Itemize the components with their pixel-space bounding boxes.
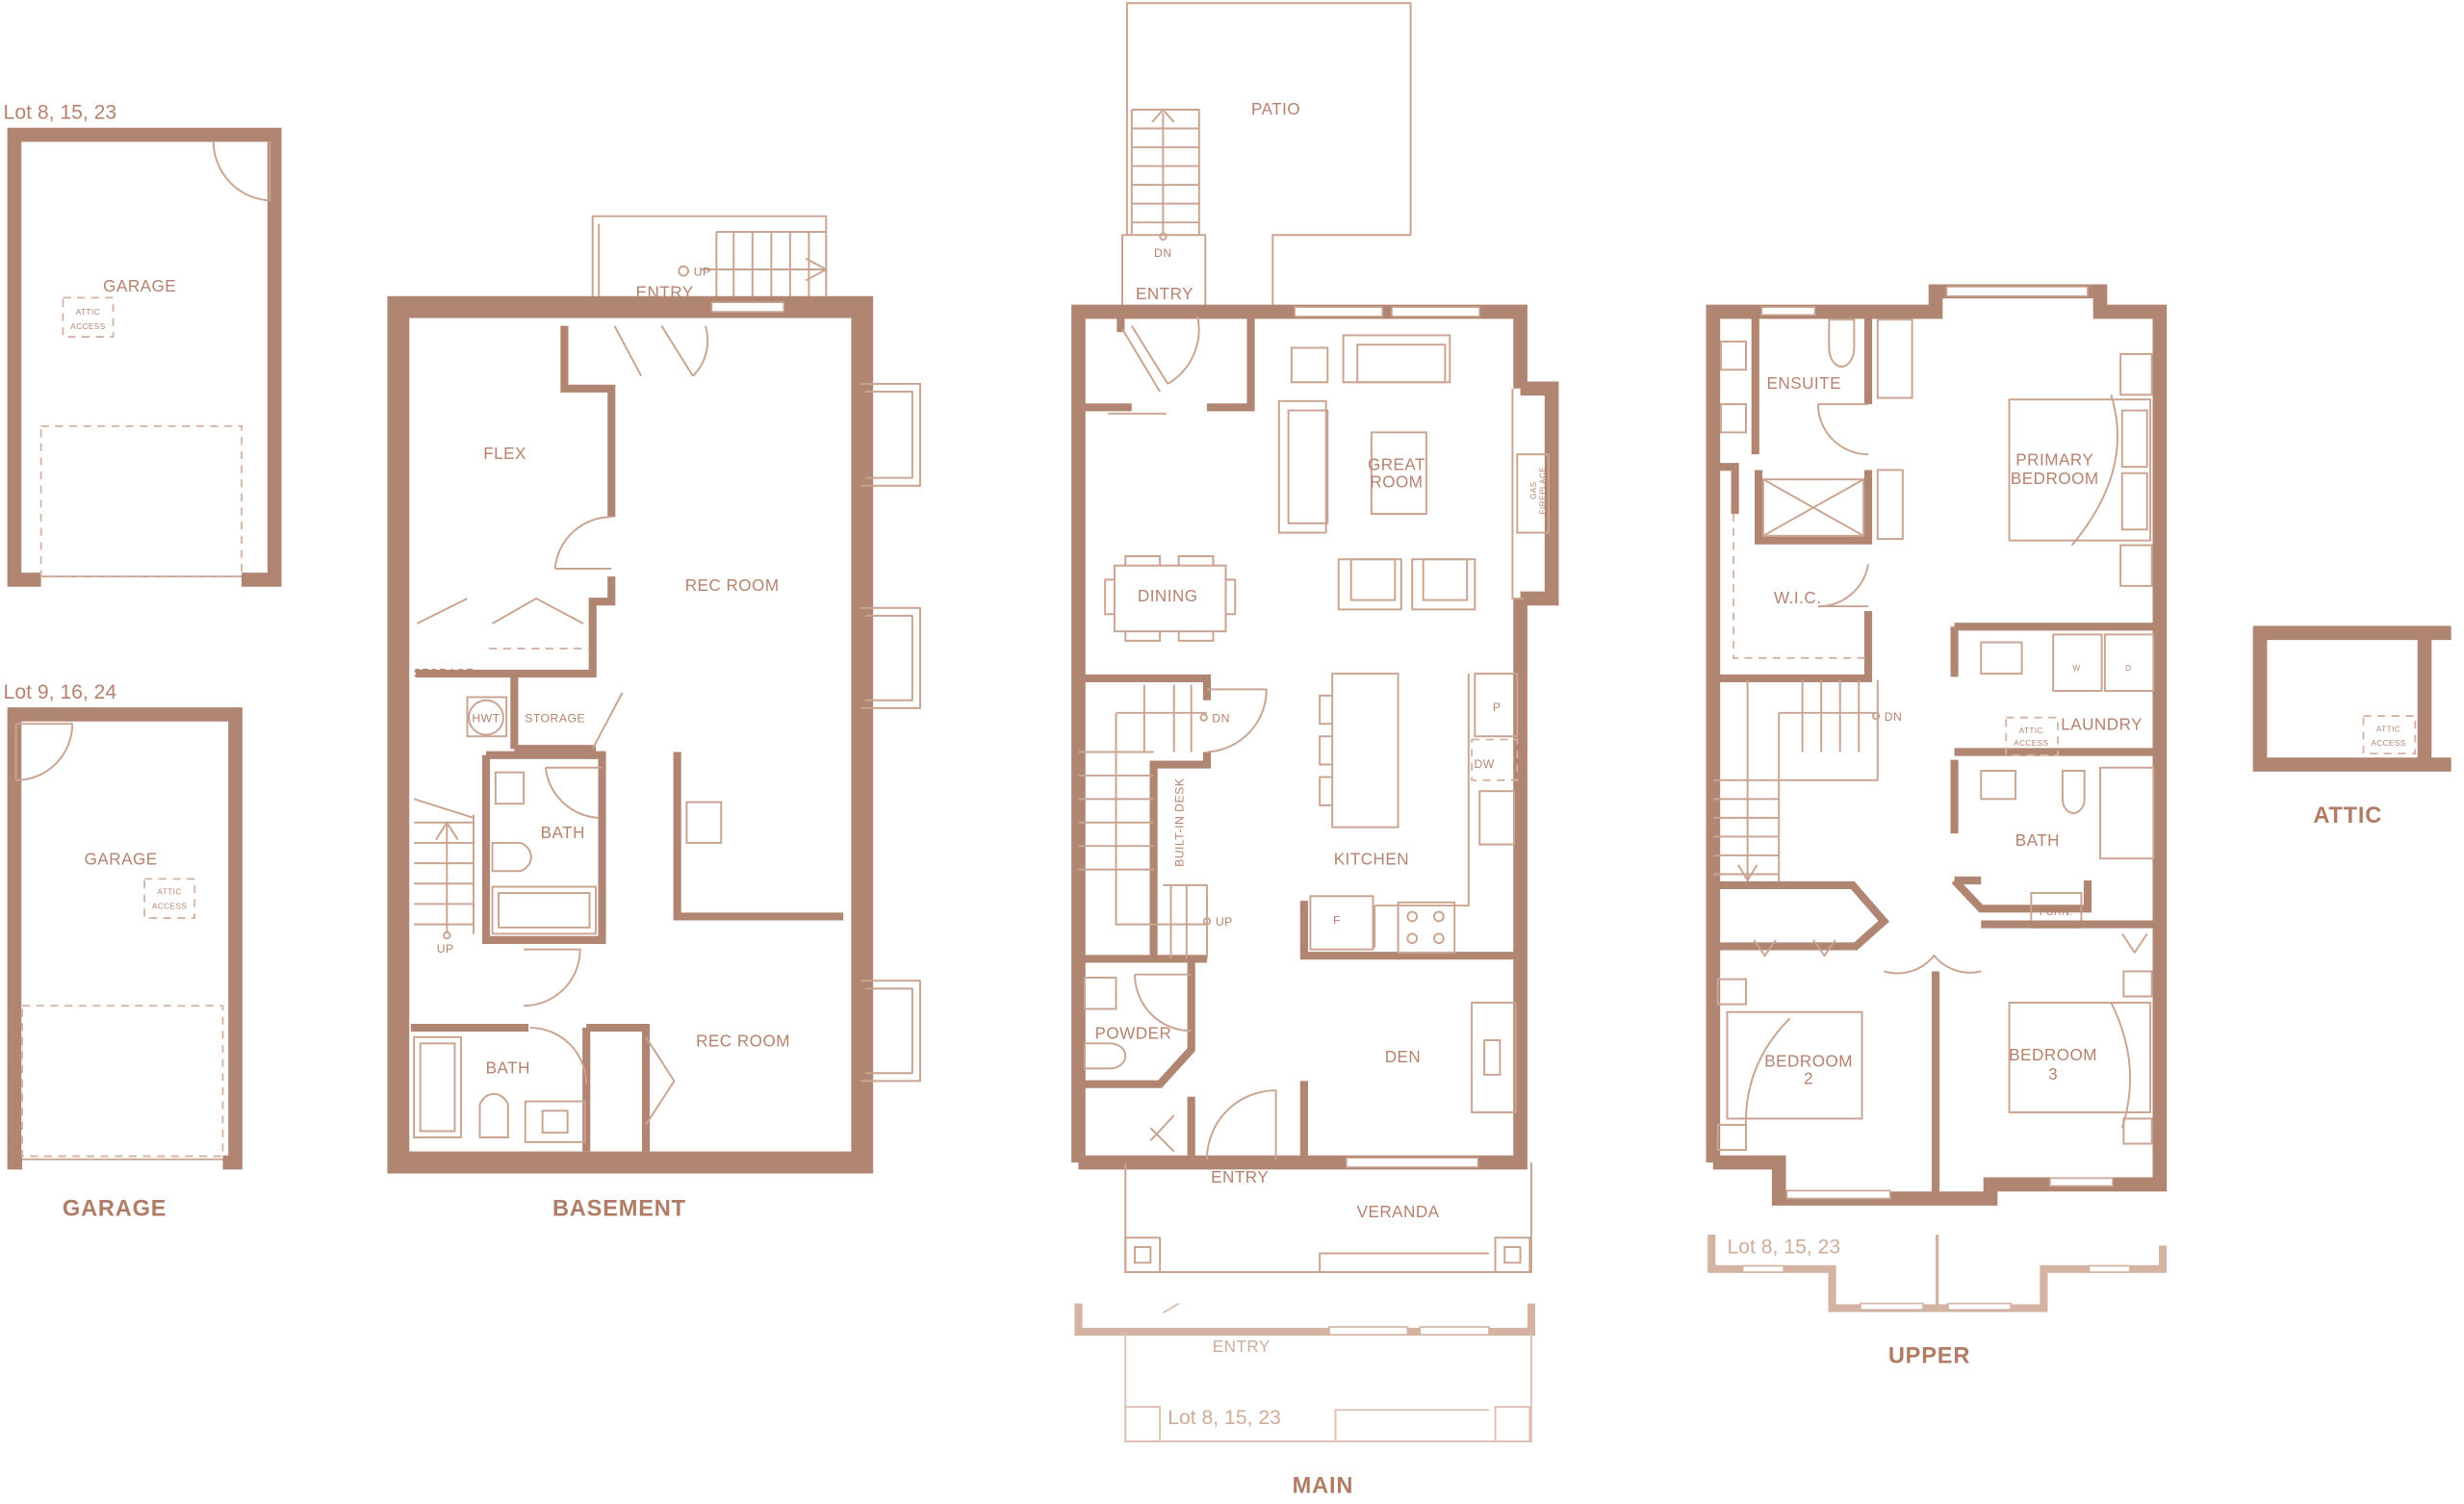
room-label-garage: GARAGE: [85, 851, 158, 869]
room-label-bedroom-2: 2: [1804, 1070, 1813, 1088]
stair-down-label: DN: [1154, 246, 1172, 260]
room-label-bath: BATH: [486, 1058, 530, 1077]
fireplace-label: FIREPLACE: [1539, 467, 1548, 515]
upper-plan: ENSUITE W.I.C. PRIMARY BEDROOM DN W D AT…: [1706, 284, 2168, 1206]
lot-label: Lot 8, 15, 23: [1168, 1407, 1281, 1429]
floor-title-garage: GARAGE: [63, 1196, 167, 1221]
basement-plan: UP ENTRY UP F: [387, 215, 921, 1174]
attic-access-label: ACCESS: [2014, 739, 2048, 748]
attic-access-label: ACCESS: [70, 322, 105, 331]
stair-down-label: DN: [1885, 710, 1903, 724]
room-label-dining: DINING: [1138, 587, 1198, 605]
room-label-bath: BATH: [541, 824, 585, 842]
room-label-flex: FLEX: [483, 445, 526, 463]
room-label-ensuite: ENSUITE: [1767, 374, 1841, 393]
room-label-rec-room: REC ROOM: [685, 576, 780, 595]
stair-up-label: UP: [694, 266, 711, 279]
room-label-bedroom-3: 3: [2048, 1065, 2058, 1083]
dryer-label: D: [2125, 664, 2131, 673]
room-label-kitchen: KITCHEN: [1334, 851, 1409, 869]
room-label-veranda: VERANDA: [1357, 1203, 1440, 1221]
hot-water-tank-label: HWT: [472, 712, 500, 726]
floor-title-main: MAIN: [1293, 1474, 1354, 1499]
floor-title-basement: BASEMENT: [552, 1196, 686, 1221]
room-label-patio: PATIO: [1251, 100, 1300, 118]
fridge-label: F: [1333, 914, 1341, 928]
room-label-walk-in-closet: W.I.C.: [1774, 589, 1821, 607]
lot-label: Lot 8, 15, 23: [1727, 1236, 1840, 1259]
attic-access-label: ATTIC: [2376, 725, 2400, 733]
attic-access-label: ACCESS: [152, 902, 187, 910]
main-alternate-lot-plan: ENTRY Lot 8, 15, 23: [1074, 1302, 1536, 1442]
attic-access-label: ATTIC: [157, 888, 181, 897]
garage-plan-lot-9: Lot 9, 16, 24 GARAGE ATTIC ACCESS: [4, 681, 243, 1170]
floor-title-attic: ATTIC: [2313, 803, 2382, 828]
room-label-bedroom-2: BEDROOM: [1764, 1053, 1853, 1071]
upper-alternate-lot-plan: Lot 8, 15, 23: [1707, 1234, 2168, 1313]
room-label-entry: ENTRY: [1136, 285, 1194, 303]
room-label-primary-bedroom: BEDROOM: [2011, 470, 2099, 488]
room-label-laundry: LAUNDRY: [2061, 716, 2143, 734]
room-label-primary-bedroom: PRIMARY: [2015, 451, 2093, 470]
stair-up-label: UP: [1216, 915, 1233, 929]
garage-plan-lot-8: Lot 8, 15, 23 GARAGE ATTIC ACCESS: [4, 102, 282, 587]
floor-title-upper: UPPER: [1888, 1343, 1970, 1368]
stair-down-label: DN: [1212, 712, 1230, 726]
room-label-great-room: ROOM: [1370, 472, 1423, 491]
room-label-garage: GARAGE: [103, 277, 176, 295]
lot-label: Lot 9, 16, 24: [4, 681, 117, 703]
furnace-label: FURN.: [2040, 906, 2073, 918]
main-plan: DN ENTRY PATIO GAS FIREPLACE DINING GREA…: [1071, 2, 1559, 1274]
fireplace-label: GAS: [1529, 481, 1538, 499]
room-label-bath: BATH: [2015, 831, 2060, 850]
room-label-storage: STORAGE: [414, 666, 475, 679]
room-label-storage: STORAGE: [525, 712, 585, 726]
built-in-desk-label: BUILT-IN DESK: [1173, 778, 1187, 867]
attic-access-label: ATTIC: [2019, 727, 2043, 735]
washer-label: W: [2072, 664, 2080, 673]
room-label-great-room: GREAT: [1368, 455, 1425, 473]
pantry-label: P: [1493, 701, 1502, 714]
room-label-entry: ENTRY: [1211, 1168, 1269, 1186]
room-label-rec-room: REC ROOM: [696, 1032, 790, 1051]
attic-access-hatch: [143, 878, 196, 919]
attic-access-hatch: [2005, 716, 2059, 756]
attic-access-label: ACCESS: [2371, 739, 2405, 748]
attic-access-hatch: [2362, 715, 2417, 755]
room-label-entry: ENTRY: [1213, 1338, 1270, 1356]
dishwasher-label: DW: [1474, 757, 1494, 771]
stair-up-label: UP: [437, 942, 454, 956]
lot-label: Lot 8, 15, 23: [4, 102, 117, 124]
room-label-den: DEN: [1385, 1048, 1422, 1066]
room-label-powder: POWDER: [1095, 1024, 1172, 1042]
attic-plan: ATTIC ACCESS: [2252, 625, 2451, 772]
attic-access-label: ATTIC: [76, 308, 100, 317]
attic-access-hatch: [62, 296, 115, 338]
room-label-bedroom-3: BEDROOM: [2009, 1046, 2097, 1064]
